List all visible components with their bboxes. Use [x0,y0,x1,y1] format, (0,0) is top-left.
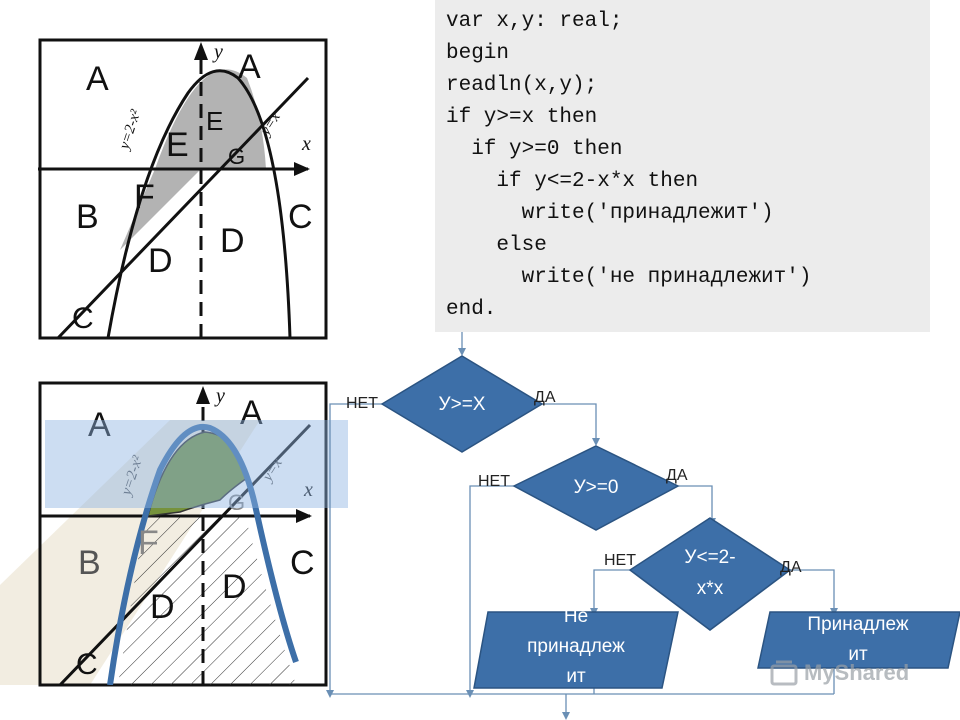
region-label-c-bottom: C [72,302,94,335]
line-y-equals-x [58,423,312,685]
region-label-f: F [138,524,159,562]
region-label-d-right: D [220,222,245,260]
code-line-9: write('не принадлежит') [446,266,812,289]
region-label-d-left: D [148,242,173,280]
output-not-belongs [473,611,679,689]
axis-label-x: x [303,479,313,501]
code-panel [435,0,930,332]
flow-connector [678,485,713,522]
region-label-b: B [78,544,101,582]
region-label-a-left: A [88,406,111,444]
output-no-line3: ит [566,666,586,687]
decision-diamond-3 [628,517,792,631]
x-axis-arrow-icon [294,162,310,176]
output-belongs [757,611,960,669]
code-line-5: if y>=0 then [446,138,623,161]
branch-label-yes-2: ДА [666,467,688,484]
branch-label-no-1: НЕТ [346,395,378,412]
branch-label-no-2: НЕТ [478,473,510,490]
flow-connector [593,569,630,612]
axis-label-y: y [212,41,223,63]
arrowhead-icon [458,348,466,356]
decision-2-text: У>=0 [573,477,619,498]
region-label-a-right: A [238,48,261,86]
arrowhead-icon [562,712,570,720]
code-line-2: begin [446,42,510,65]
code-line-10: end. [446,298,497,321]
region-label-g: G [228,490,245,515]
region-label-g: G [228,144,245,169]
parabola-curve [107,423,299,685]
decision-1-text: У>=Х [438,394,486,415]
shaded-region [120,69,266,250]
line-y-equals-x [56,76,310,340]
flow-connector [469,485,514,694]
output-no-line1: Не [563,606,589,627]
y-axis-arrow-icon [194,42,208,60]
output-no-line2: принадлеж [527,636,625,657]
axis-label-y: y [214,385,225,407]
y-axis-arrow-icon [196,386,210,404]
diagram-frame [38,38,328,340]
region-label-b: B [76,198,99,236]
region-label-a-left: A [86,60,109,98]
parabola-curve [106,69,292,339]
code-line-6: if y<=2-x*x then [446,170,699,193]
branch-label-yes-1: ДА [534,389,556,406]
region-diagram-top: A A B C D D E E F G C x y y=2-x² y=x [38,38,328,340]
arrowhead-icon [592,438,600,446]
arrowhead-icon [466,690,474,698]
decision-3-text-line2: х*х [696,578,724,599]
watermark-text: MyShared [804,660,910,685]
output-yes-line2: ит [848,644,868,665]
region-label-a-right: A [240,394,263,432]
code-line-3: readln(x,y); [446,74,598,97]
branch-label-yes-3: ДА [780,559,802,576]
x-axis-arrow-icon [296,509,312,523]
code-line-7: write('принадлежит') [446,202,774,225]
region-label-c-right: C [290,544,315,582]
region-label-c-right: C [288,198,313,236]
watermark-icon [770,660,798,686]
decision-3-text-line1: У<=2- [684,547,736,568]
region-label-d-right: D [222,568,247,606]
output-yes-line1: Принадлеж [807,614,909,635]
hatched-region [118,516,296,685]
decision-diamond-1 [380,355,544,453]
region-label-f: F [134,178,155,216]
region-label-d-left: D [150,588,175,626]
arrowhead-icon [326,690,334,698]
region-label-e-large: E [166,126,189,164]
flow-connector [329,403,382,694]
region-diagram-bottom: A A B C D D F G C x y y=2-x² y=x [0,381,348,687]
code-line-4: if y>=x then [446,106,598,129]
code-line-8: else [446,234,547,257]
region-label-c-bottom: C [76,648,98,681]
code-line-1: var x,y: real; [446,10,623,33]
flow-connector [542,403,597,442]
region-label-e-small: E [206,106,223,136]
flowchart [326,332,960,720]
decision-diamond-2 [512,445,680,531]
flow-connector [790,569,835,612]
highlight-band [45,420,348,508]
branch-label-no-3: НЕТ [604,552,636,569]
axis-label-x: x [301,133,311,155]
